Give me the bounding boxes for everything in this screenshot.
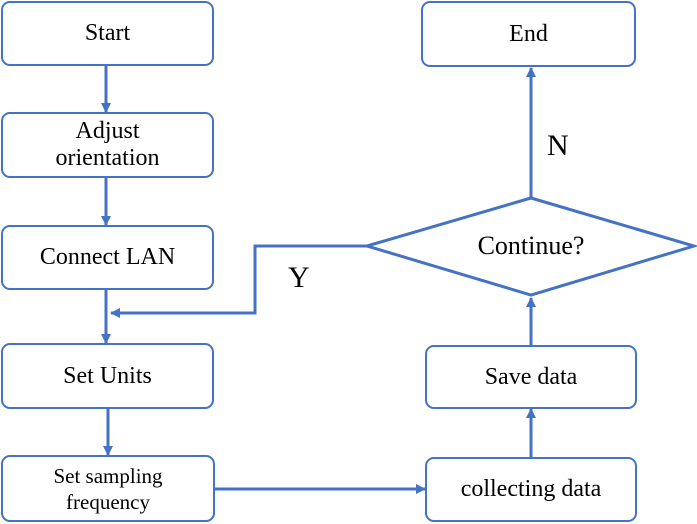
decision-label: Continue? bbox=[477, 231, 585, 260]
node-collecting-data: collecting data bbox=[425, 457, 637, 522]
node-adjust-label-line1: Adjust bbox=[75, 118, 140, 144]
node-units-label: Set Units bbox=[63, 362, 152, 389]
arrow-decision-loop-yes bbox=[110, 244, 367, 318]
decision-diamond bbox=[361, 196, 697, 297]
node-save-label: Save data bbox=[484, 363, 578, 390]
node-connect-label: Connect LAN bbox=[39, 244, 176, 270]
node-connect-lan: Connect LAN bbox=[1, 225, 214, 290]
node-set-units: Set Units bbox=[1, 343, 214, 409]
edge-label-no: N bbox=[547, 129, 569, 162]
node-set-sampling-frequency: Set sampling frequency bbox=[1, 455, 215, 522]
node-collecting-label: collecting data bbox=[460, 476, 602, 502]
node-save-data: Save data bbox=[425, 345, 637, 409]
node-sampling-label-line2: frequency bbox=[66, 489, 150, 514]
node-sampling-label-line1: Set sampling bbox=[53, 463, 163, 488]
node-adjust-orientation: Adjust orientation bbox=[1, 112, 214, 178]
edge-label-yes: Y bbox=[288, 261, 310, 294]
node-start: Start bbox=[1, 1, 214, 66]
node-adjust-label-line2: orientation bbox=[55, 145, 160, 171]
node-start-label: Start bbox=[84, 20, 131, 46]
node-end: End bbox=[421, 1, 636, 67]
node-end-label: End bbox=[509, 20, 548, 47]
